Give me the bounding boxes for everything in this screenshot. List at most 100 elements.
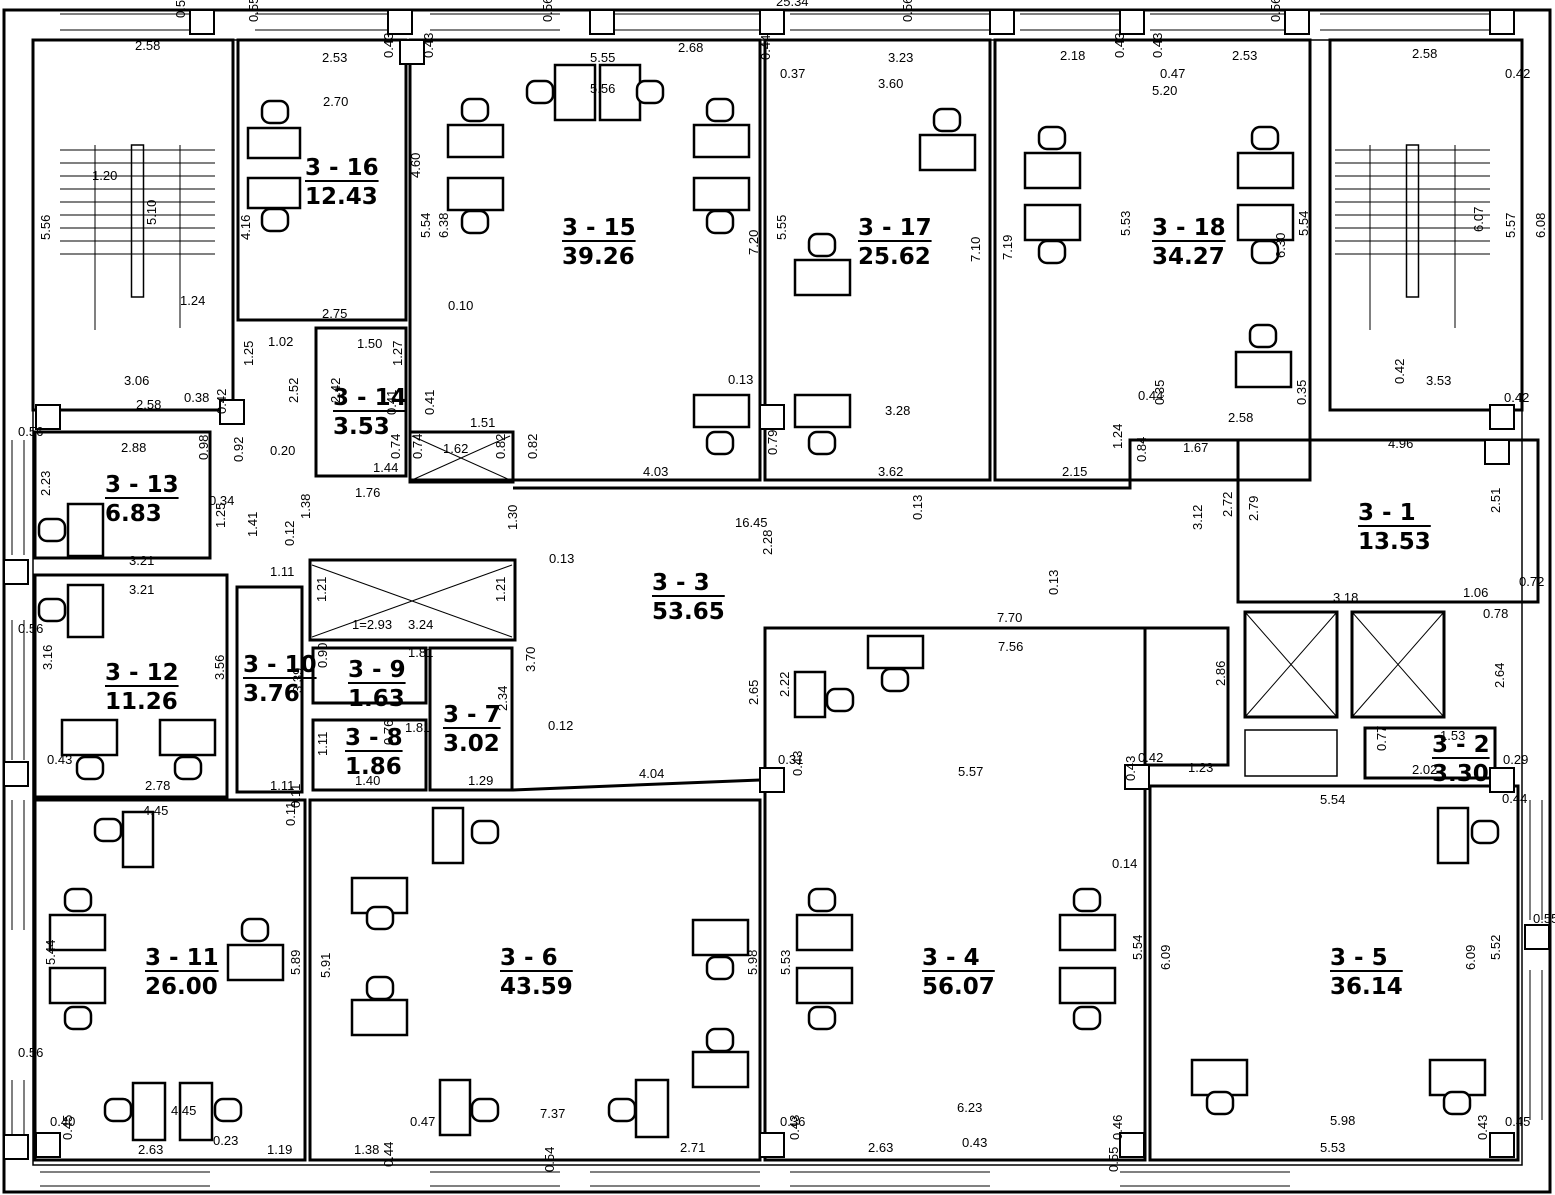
dimension-label: 2.86 xyxy=(1213,661,1228,686)
dimension-label: 3.23 xyxy=(888,50,913,65)
chair xyxy=(807,1005,837,1031)
room-area: 1.86 xyxy=(345,754,402,780)
dimension-label: 0.42 xyxy=(1138,750,1163,765)
column xyxy=(1489,1132,1515,1158)
dimension-label: 3.53 xyxy=(1426,373,1451,388)
dimension-label: 2.58 xyxy=(1412,46,1437,61)
dimension-label: 5.55 xyxy=(774,215,789,240)
dimension-label: 0.84 xyxy=(1134,437,1149,462)
dimension-label: 5.53 xyxy=(1118,211,1133,236)
room-area: 6.83 xyxy=(105,501,162,527)
room-outline xyxy=(235,585,304,794)
dimension-label: 0.43 xyxy=(1112,33,1127,58)
chair xyxy=(705,430,735,456)
room-id: 3 - 2 xyxy=(1432,732,1490,758)
desk xyxy=(1234,350,1293,389)
room-outline xyxy=(428,646,514,792)
dimension-label: 0.56 xyxy=(540,0,555,22)
room-outline xyxy=(311,718,428,792)
dimension-label: 0.77 xyxy=(1374,726,1389,751)
dimension-label: 2.15 xyxy=(1062,464,1087,479)
chair xyxy=(63,887,93,913)
dimension-label: 0.74 xyxy=(410,434,425,459)
chair xyxy=(365,905,395,931)
furniture xyxy=(37,63,1500,1142)
dimension-label: 0.13 xyxy=(549,551,574,566)
dimension-label: 0.43 xyxy=(962,1135,987,1150)
dimension-label: 3.12 xyxy=(1190,505,1205,530)
dimension-label: 1.53 xyxy=(1440,728,1465,743)
desk xyxy=(246,126,302,160)
dimension-label: 1.21 xyxy=(493,577,508,602)
column xyxy=(3,761,29,787)
dimension-label: 5.54 xyxy=(1296,211,1311,236)
dimension-label: 0.36 xyxy=(780,1114,805,1129)
stair-rail xyxy=(130,144,145,298)
room-id: 3 - 1 xyxy=(1358,500,1416,526)
dimension-label: 2.42 xyxy=(328,378,343,403)
chair xyxy=(607,1097,637,1123)
dimension-label: 0.72 xyxy=(1519,574,1544,589)
dimension-label: 2.58 xyxy=(136,397,161,412)
dimension-label: 0.43 xyxy=(1123,756,1138,781)
chair xyxy=(365,975,395,1001)
chair xyxy=(260,207,290,233)
dimension-label: 2.34 xyxy=(495,686,510,711)
corridor-wall xyxy=(512,778,761,792)
dimension-label: 3.39 xyxy=(290,668,305,693)
chair xyxy=(807,232,837,258)
dimension-label: 5.54 xyxy=(418,213,433,238)
chair xyxy=(1205,1090,1235,1116)
column xyxy=(1119,9,1145,35)
room-area: 34.27 xyxy=(1152,244,1225,270)
dimension-label: 1.20 xyxy=(92,168,117,183)
dimension-label: 0.45 xyxy=(1505,1114,1530,1129)
dimension-label: 4.60 xyxy=(408,153,423,178)
room-area: 36.14 xyxy=(1330,974,1403,1000)
desk xyxy=(1236,203,1295,242)
desk xyxy=(1023,203,1082,242)
room-outline xyxy=(408,430,515,484)
dimension-label: 0.20 xyxy=(270,443,295,458)
dimension-label: 2.18 xyxy=(1060,48,1085,63)
room-label: 3 - 1 13.53 xyxy=(1358,500,1431,555)
chair xyxy=(525,79,555,105)
dimension-label: 0.14 xyxy=(1112,856,1137,871)
dimension-label: 3.62 xyxy=(878,464,903,479)
dimension-label: 0.79 xyxy=(765,430,780,455)
dimension-label: 0.56 xyxy=(18,424,43,439)
dimension-label: 3.56 xyxy=(212,655,227,680)
desk xyxy=(1428,1058,1487,1097)
room-id: 3 - 16 xyxy=(305,155,379,181)
room-area: 39.26 xyxy=(562,244,635,270)
dimension-label: 1.62 xyxy=(443,441,468,456)
dimension-label: 2.64 xyxy=(1492,663,1507,688)
chair xyxy=(932,107,962,133)
room-outline xyxy=(31,38,235,412)
dimension-label: 0.92 xyxy=(231,437,246,462)
dimension-label: 6.09 xyxy=(1158,945,1173,970)
dimension-label: 0.47 xyxy=(410,1114,435,1129)
dimension-label: 5.54 xyxy=(1320,792,1345,807)
dimension-label: 1.81 xyxy=(408,645,433,660)
elevator-shaft xyxy=(1243,610,1339,719)
dimension-label: 0.82 xyxy=(493,434,508,459)
desk xyxy=(691,918,750,957)
desk xyxy=(246,176,302,210)
chair xyxy=(705,209,735,235)
dimension-label: 6.38 xyxy=(436,213,451,238)
room-area: 13.53 xyxy=(1358,529,1431,555)
chair xyxy=(460,209,490,235)
dimension-label: 0.31 xyxy=(778,752,803,767)
room-id: 3 - 15 xyxy=(562,215,636,241)
column xyxy=(989,9,1015,35)
room-area: 56.07 xyxy=(922,974,995,1000)
chair xyxy=(705,97,735,123)
corridor-wall xyxy=(513,438,1238,490)
dimension-label: 5.54 xyxy=(1130,935,1145,960)
dimension-label: 3.24 xyxy=(408,617,433,632)
elevator-cross xyxy=(1244,611,1338,718)
